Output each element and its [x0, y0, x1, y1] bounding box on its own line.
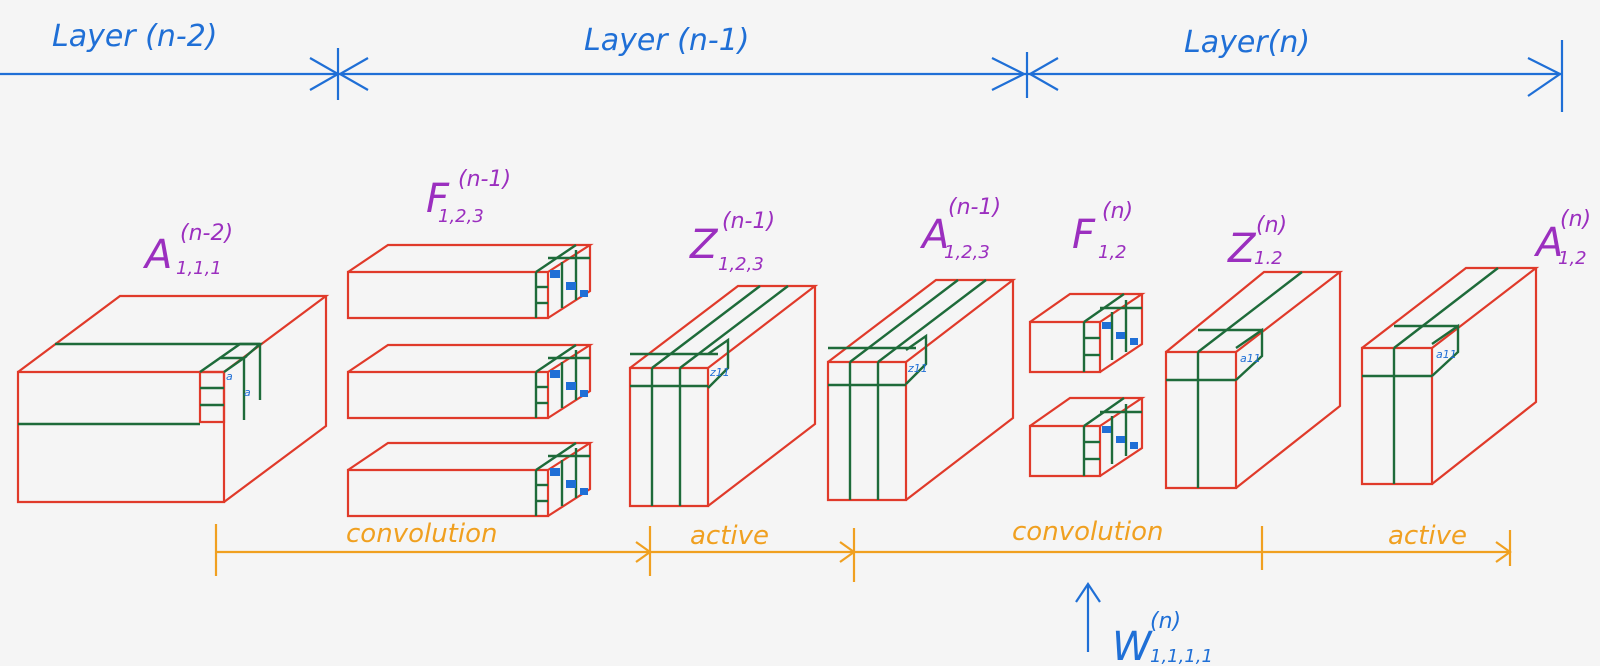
label-z-n-sub: 1.2 [1254, 248, 1283, 269]
layer-label-n: Layer(n) [1184, 25, 1310, 60]
filter-1 [1028, 292, 1146, 374]
arrowhead-icon [1527, 57, 1563, 97]
stage-label-convolution-2: convolution [1012, 517, 1163, 547]
cell-label-z11: z11 [709, 366, 730, 379]
tensor-block-z-n: a11 [1164, 270, 1344, 490]
label-a-n2-sup: (n-2) [180, 221, 233, 246]
label-z-n1-sub: 1,2,3 [718, 254, 764, 275]
arrowhead-icon [1495, 541, 1512, 563]
cell-label: a [226, 370, 233, 383]
label-z-n-base: Z [1227, 226, 1257, 272]
cell-label: a [244, 386, 251, 399]
filter-1 [346, 243, 594, 320]
label-z-n-sup: (n) [1256, 213, 1287, 238]
label-a-n-base: A [1533, 220, 1563, 266]
layer-timeline: Layer (n-2) Layer (n-1) Layer(n) [0, 19, 1564, 112]
stage-label-active-1: active [690, 521, 769, 551]
label-a-n2-sub: 1,1,1 [176, 258, 222, 279]
label-w-n-base: W [1112, 624, 1153, 666]
filter-2 [1028, 396, 1146, 478]
arrowhead-icon [635, 541, 652, 563]
label-a-n-sub: 1,2 [1558, 248, 1587, 269]
arrowhead-icon [991, 57, 1027, 91]
label-a-n1-sup: (n-1) [948, 195, 1001, 220]
cell-label-a11: a11 [1436, 348, 1457, 361]
arrowhead-icon [1027, 57, 1059, 91]
stage-label-convolution-1: convolution [346, 519, 497, 549]
label-f-n1-base: F [426, 176, 450, 222]
tensor-block-a-n: a11 [1360, 266, 1540, 486]
label-z-n1-sup: (n-1) [722, 209, 775, 234]
label-a-n2-base: A [142, 232, 172, 278]
label-w-n-sub: 1,1,1,1 [1150, 646, 1213, 666]
label-f-n1-sub: 1,2,3 [438, 206, 484, 227]
stage-label-active-2: active [1388, 521, 1467, 551]
label-a-n1-sub: 1,2,3 [944, 242, 990, 263]
label-a-n1-base: A [919, 212, 949, 258]
weight-pointer: W (n) 1,1,1,1 [1075, 582, 1213, 666]
tensor-block-a-n2: a a [16, 294, 330, 504]
filter-stack-f-n1 [346, 243, 594, 518]
filter-3 [346, 441, 594, 518]
label-f-n-sup: (n) [1102, 199, 1133, 224]
tensor-block-a-n1: z11 [826, 278, 1017, 502]
label-a-n-sup: (n) [1560, 207, 1591, 232]
cell-label-z11: z11 [907, 362, 928, 375]
layer-label-n-1: Layer (n-1) [584, 23, 750, 58]
filter-2 [346, 343, 594, 420]
tensor-block-z-n1: z11 [628, 284, 819, 508]
arrowhead-icon [839, 541, 856, 563]
label-f-n-sub: 1,2 [1098, 242, 1127, 263]
stage-timeline: convolution active convolution active [214, 517, 1512, 582]
filter-stack-f-n [1028, 292, 1146, 478]
layer-label-n-2: Layer (n-2) [52, 19, 218, 54]
up-arrow-icon [1075, 582, 1101, 603]
label-w-n-sup: (n) [1150, 609, 1181, 634]
cell-label-a11: a11 [1240, 352, 1261, 365]
label-f-n-base: F [1072, 212, 1096, 258]
label-z-n1-base: Z [689, 222, 719, 268]
label-f-n1-sup: (n-1) [458, 167, 511, 192]
arrowhead-icon [337, 57, 369, 91]
